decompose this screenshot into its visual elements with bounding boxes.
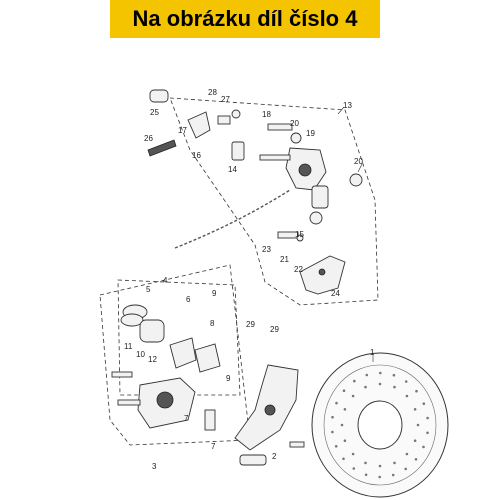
part-label-3: 3 bbox=[152, 462, 157, 471]
part-label-4: 4 bbox=[163, 276, 168, 285]
part-label-7-left: 7 bbox=[184, 414, 189, 423]
part-label-25: 25 bbox=[150, 108, 159, 117]
small-parts-upper bbox=[147, 89, 363, 242]
master-cylinder-body bbox=[285, 147, 329, 209]
disc-hole bbox=[335, 401, 338, 405]
group-outline-4 bbox=[117, 279, 241, 396]
caliper-bracket bbox=[204, 364, 299, 466]
disc-hole bbox=[340, 423, 344, 427]
part-label-14: 14 bbox=[228, 165, 237, 174]
part-label-8: 8 bbox=[210, 319, 215, 328]
disc-hole bbox=[353, 379, 356, 383]
brake-caliper bbox=[111, 371, 196, 429]
disc-hole bbox=[352, 467, 356, 470]
title-banner: Na obrázku díl číslo 4 bbox=[110, 0, 380, 38]
disc-hole bbox=[426, 431, 429, 435]
brake-hose bbox=[174, 189, 291, 249]
group-outline-13 bbox=[169, 97, 379, 306]
disc-hole bbox=[379, 371, 382, 375]
part-label-15: 15 bbox=[295, 230, 304, 239]
brake-disc bbox=[311, 352, 449, 498]
part-label-17: 17 bbox=[178, 126, 187, 135]
part-label-9-lower: 9 bbox=[226, 374, 231, 383]
disc-hole bbox=[405, 452, 409, 456]
part-label-27: 27 bbox=[221, 95, 230, 104]
disc-hole bbox=[393, 385, 396, 389]
part-label-1: 1 bbox=[370, 348, 375, 357]
disc-hole bbox=[342, 457, 345, 461]
disc-hole bbox=[422, 402, 426, 406]
disc-hole bbox=[413, 439, 417, 443]
part-label-10: 10 bbox=[136, 350, 145, 359]
part-label-21: 21 bbox=[280, 255, 289, 264]
part-label-16: 16 bbox=[192, 151, 201, 160]
disc-hole bbox=[413, 408, 417, 411]
disc-hole bbox=[343, 408, 347, 411]
part-label-26: 26 bbox=[144, 134, 153, 143]
part-label-28: 28 bbox=[208, 88, 217, 97]
disc-hole bbox=[392, 373, 396, 377]
disc-hole bbox=[334, 445, 338, 448]
part-label-19: 19 bbox=[306, 129, 315, 138]
part-label-29-left: 29 bbox=[246, 320, 255, 329]
reservoir-bracket-24 bbox=[299, 255, 346, 295]
brake-pads-8 bbox=[169, 337, 221, 373]
disc-hole bbox=[404, 380, 408, 383]
disc-hole bbox=[331, 430, 334, 434]
part-label-12: 12 bbox=[148, 355, 157, 364]
part-label-18: 18 bbox=[262, 110, 271, 119]
disc-hole bbox=[393, 461, 396, 465]
part-label-5: 5 bbox=[146, 285, 151, 294]
part-label-29-right: 29 bbox=[270, 325, 279, 334]
piston-and-seals-4 bbox=[120, 304, 165, 343]
part-label-23: 23 bbox=[262, 245, 271, 254]
disc-hole bbox=[351, 394, 355, 398]
disc-hole bbox=[404, 467, 408, 471]
disc-bolt-2 bbox=[289, 441, 305, 448]
part-label-2: 2 bbox=[272, 452, 277, 461]
disc-hole bbox=[415, 389, 418, 393]
disc-hole bbox=[351, 452, 355, 456]
part-label-20-upper: 20 bbox=[290, 119, 299, 128]
disc-hole bbox=[378, 475, 382, 479]
disc-hole bbox=[364, 473, 368, 477]
disc-hole bbox=[331, 415, 334, 419]
part-label-9-upper: 9 bbox=[212, 289, 217, 298]
disc-hole bbox=[365, 373, 369, 377]
disc-hole bbox=[378, 464, 382, 468]
disc-hole bbox=[364, 461, 367, 465]
part-label-22: 22 bbox=[294, 265, 303, 274]
part-label-24: 24 bbox=[331, 289, 340, 298]
disc-hole bbox=[378, 382, 382, 386]
disc-hole bbox=[405, 394, 409, 398]
disc-hole bbox=[426, 416, 429, 420]
disc-hole bbox=[416, 423, 420, 427]
disc-hole bbox=[422, 445, 425, 449]
banner-title: Na obrázku díl číslo 4 bbox=[132, 6, 358, 31]
disc-hole bbox=[391, 473, 395, 477]
disc-hole bbox=[343, 439, 347, 443]
part-label-13: 13 bbox=[343, 101, 352, 110]
part-label-11: 11 bbox=[124, 342, 133, 351]
part-label-6: 6 bbox=[186, 295, 191, 304]
disc-hole bbox=[364, 385, 367, 389]
part-label-7-right: 7 bbox=[211, 442, 216, 451]
disc-hole bbox=[414, 458, 418, 461]
disc-hole bbox=[342, 389, 346, 393]
part-label-20-right: 20 bbox=[354, 157, 363, 166]
